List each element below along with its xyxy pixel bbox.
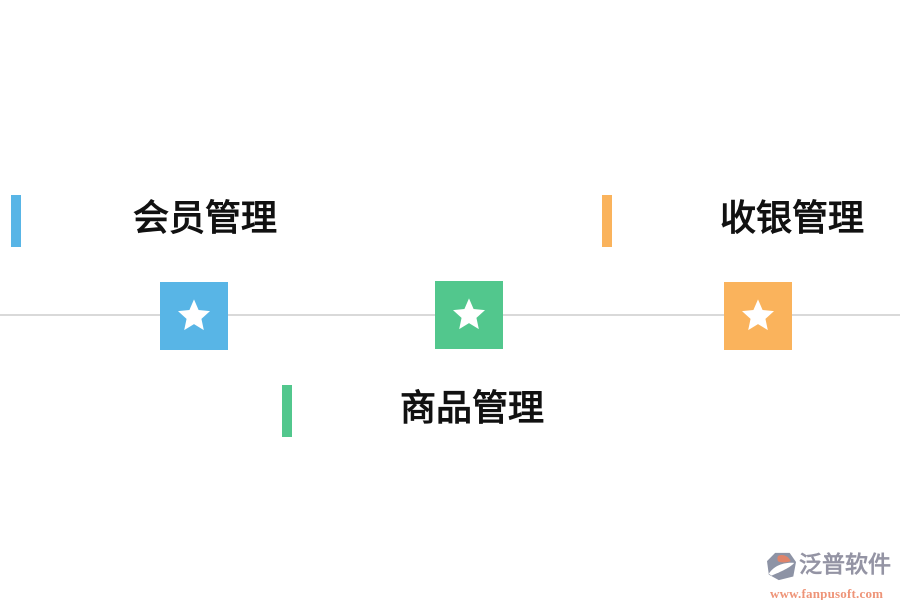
brand-name: 泛普软件 <box>799 551 891 577</box>
member-management-label: 会员管理 <box>133 197 278 238</box>
product-accent-bar <box>282 385 292 437</box>
brand-url: www.fanpusoft.com <box>770 586 884 600</box>
brand-watermark: 泛普软件 www.fanpusoft.com <box>766 551 896 600</box>
member-accent-bar <box>11 195 21 247</box>
star-icon <box>175 297 213 335</box>
fanpu-logo-icon <box>766 552 797 586</box>
star-icon <box>739 297 777 335</box>
cashier-star-badge <box>724 282 792 350</box>
product-management-label: 商品管理 <box>400 387 545 428</box>
cashier-accent-bar <box>602 195 612 247</box>
star-icon <box>450 296 488 334</box>
cashier-management-label: 收银管理 <box>720 197 865 238</box>
product-star-badge <box>435 281 503 349</box>
member-star-badge <box>160 282 228 350</box>
